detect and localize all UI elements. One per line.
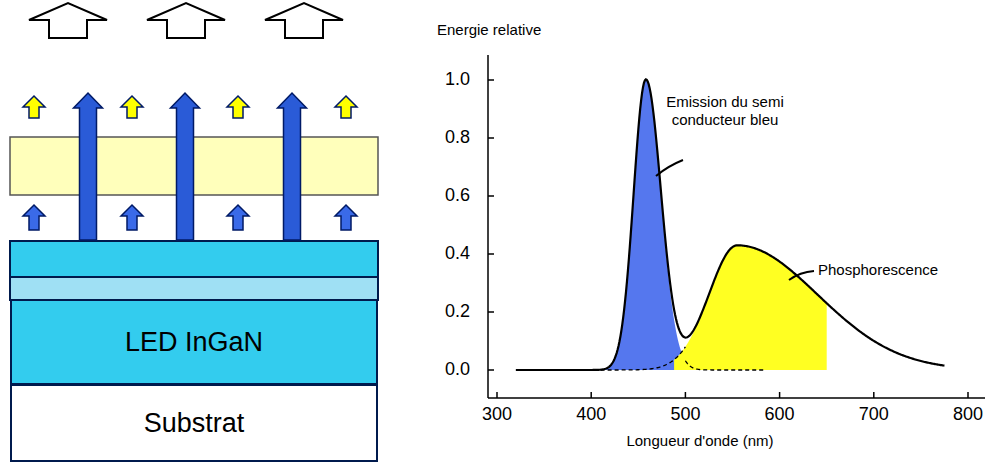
substrate-layer: Substrat (10, 384, 378, 462)
tick (488, 311, 494, 313)
tick-label: 800 (953, 404, 983, 426)
layer-label: Substrat (144, 408, 245, 439)
dashed-component (601, 347, 686, 370)
tick (685, 392, 687, 398)
tick-label: 600 (765, 404, 795, 426)
tick-label: 0.2 (445, 301, 470, 323)
phosphor-area (674, 245, 827, 370)
white-light-arrow (29, 3, 107, 38)
top-layer (10, 241, 378, 277)
white-light-arrow (265, 3, 343, 38)
tick (488, 137, 494, 139)
tick-label: 0.0 (445, 359, 470, 381)
tick (590, 392, 592, 398)
layer-label: LED InGaN (125, 327, 263, 358)
axis-title: Energie relative (437, 21, 541, 39)
tick (488, 195, 494, 197)
blue-light-arrow (227, 205, 249, 230)
dashed-component (685, 361, 765, 370)
light-arrows (23, 3, 357, 240)
tick (488, 253, 494, 255)
tick (873, 392, 875, 398)
tick-label: 0.8 (445, 127, 470, 149)
tick-label: 500 (670, 404, 700, 426)
blue-light-arrow (121, 205, 143, 230)
blue-light-arrow (74, 93, 103, 240)
x-axis (488, 397, 985, 399)
tick-label: 400 (576, 404, 606, 426)
leader-line (789, 271, 814, 280)
tick (779, 392, 781, 398)
chart-axes (488, 55, 985, 398)
y-axis (487, 55, 489, 398)
tick (488, 369, 494, 371)
blue-light-arrow (171, 93, 200, 240)
white-light-arrow (147, 3, 225, 38)
yellow-light-arrow (227, 96, 249, 118)
yellow-light-arrow (121, 96, 143, 118)
yellow-light-arrow (335, 96, 357, 118)
tick-label: 700 (859, 404, 889, 426)
tick (488, 79, 494, 81)
total-spectrum (516, 79, 945, 370)
blue-light-arrow (278, 93, 307, 240)
curve-label: Phosphorescence (818, 261, 938, 279)
yellow-light-arrow (23, 96, 45, 118)
active-layer (10, 277, 378, 300)
axis-title: Longueur d'onde (nm) (626, 432, 773, 450)
tick-label: 0.4 (445, 243, 470, 265)
tick-label: 300 (482, 404, 512, 426)
tick-label: 0.6 (445, 185, 470, 207)
tick-label: 1.0 (445, 69, 470, 91)
curve-label: Emission du semi conducteur bleu (665, 93, 785, 129)
spectrum-curves (516, 79, 945, 370)
tick (967, 392, 969, 398)
blue-light-arrow (23, 205, 45, 230)
led-layer: LED InGaN (10, 299, 378, 385)
blue-light-arrow (335, 205, 357, 230)
tick (496, 392, 498, 398)
leader-line (656, 160, 683, 176)
